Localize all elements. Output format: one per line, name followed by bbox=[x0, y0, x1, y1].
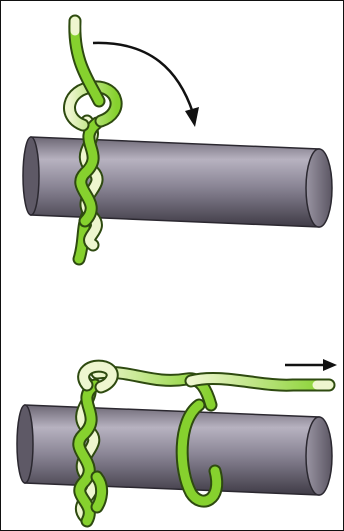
pole bbox=[17, 405, 332, 495]
pole bbox=[23, 137, 332, 227]
panel-step-1 bbox=[23, 21, 332, 259]
right-arrow-icon bbox=[285, 359, 337, 371]
panel-step-2 bbox=[17, 359, 337, 521]
